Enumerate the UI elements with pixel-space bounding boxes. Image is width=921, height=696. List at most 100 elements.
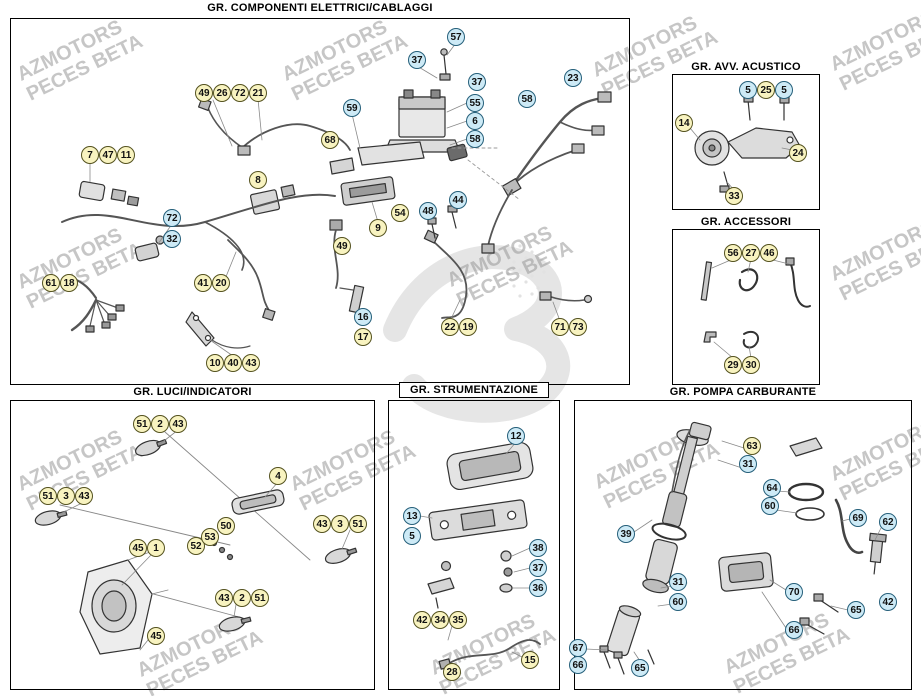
callout-electrical-55: 55 <box>466 94 484 112</box>
panel-border-accessories <box>672 229 820 385</box>
callout-instruments-38: 38 <box>529 539 547 557</box>
callout-accessories-27: 27 <box>742 244 760 262</box>
callout-electrical-19: 19 <box>459 318 477 336</box>
callout-electrical-44: 44 <box>449 191 467 209</box>
panel-border-instruments <box>388 400 560 690</box>
callout-horn-5: 5 <box>775 81 793 99</box>
callout-electrical-18: 18 <box>60 274 78 292</box>
callout-fuelpump-64: 64 <box>763 479 781 497</box>
callout-electrical-11: 11 <box>117 146 135 164</box>
callout-instruments-34: 34 <box>431 611 449 629</box>
callout-fuelpump-65: 65 <box>847 601 865 619</box>
callout-lights-43: 43 <box>75 487 93 505</box>
central-watermark-logo <box>383 244 571 423</box>
callout-electrical-23: 23 <box>564 69 582 87</box>
fuelpump-artwork <box>585 421 887 675</box>
callout-electrical-72: 72 <box>231 84 249 102</box>
callout-electrical-72: 72 <box>163 209 181 227</box>
callout-electrical-48: 48 <box>419 202 437 220</box>
callout-horn-5: 5 <box>739 81 757 99</box>
callout-fuelpump-65: 65 <box>631 659 649 677</box>
panel-title-instruments: GR. STRUMENTAZIONE <box>388 382 560 398</box>
callout-instruments-36: 36 <box>529 579 547 597</box>
callout-accessories-56: 56 <box>724 244 742 262</box>
callout-electrical-9: 9 <box>369 219 387 237</box>
callout-electrical-43: 43 <box>242 354 260 372</box>
panel-border-electrical <box>10 18 630 385</box>
callout-accessories-29: 29 <box>724 356 742 374</box>
callout-horn-24: 24 <box>789 144 807 162</box>
callout-electrical-7: 7 <box>81 146 99 164</box>
callout-lights-50: 50 <box>217 517 235 535</box>
callout-fuelpump-63: 63 <box>743 437 761 455</box>
callout-lights-51: 51 <box>349 515 367 533</box>
callout-electrical-59: 59 <box>343 99 361 117</box>
callout-lights-43: 43 <box>215 589 233 607</box>
callout-electrical-58: 58 <box>518 90 536 108</box>
callout-fuelpump-62: 62 <box>879 513 897 531</box>
callout-electrical-37: 37 <box>468 73 486 91</box>
callout-electrical-40: 40 <box>224 354 242 372</box>
callout-electrical-71: 71 <box>551 318 569 336</box>
callout-lights-51: 51 <box>39 487 57 505</box>
panel-title-lights: GR. LUCI/INDICATORI <box>10 386 375 398</box>
horn-artwork <box>689 95 801 193</box>
panel-border-horn <box>672 74 820 210</box>
callout-horn-33: 33 <box>725 187 743 205</box>
callout-lights-4: 4 <box>269 467 287 485</box>
callout-electrical-37: 37 <box>408 51 426 69</box>
callout-lights-53: 53 <box>201 528 219 546</box>
callout-lights-1: 1 <box>147 539 165 557</box>
callout-electrical-58: 58 <box>466 130 484 148</box>
panel-border-lights <box>10 400 375 690</box>
callout-electrical-47: 47 <box>99 146 117 164</box>
callout-instruments-15: 15 <box>521 651 539 669</box>
callout-fuelpump-66: 66 <box>785 621 803 639</box>
accessories-artwork <box>700 257 811 359</box>
callout-fuelpump-69: 69 <box>849 509 867 527</box>
callout-fuelpump-60: 60 <box>669 593 687 611</box>
panel-title-fuelpump: GR. POMPA CARBURANTE <box>574 386 912 398</box>
callout-fuelpump-39: 39 <box>617 525 635 543</box>
callout-instruments-5: 5 <box>403 527 421 545</box>
callout-fuelpump-67: 67 <box>569 639 587 657</box>
callout-instruments-42: 42 <box>413 611 431 629</box>
callout-fuelpump-31: 31 <box>669 573 687 591</box>
callout-lights-51: 51 <box>251 589 269 607</box>
instruments-artwork <box>419 441 541 670</box>
panel-title-horn: GR. AVV. ACUSTICO <box>672 61 820 73</box>
callout-instruments-12: 12 <box>507 427 525 445</box>
callout-instruments-37: 37 <box>529 559 547 577</box>
callout-lights-2: 2 <box>233 589 251 607</box>
callout-electrical-41: 41 <box>194 274 212 292</box>
callout-fuelpump-66: 66 <box>569 656 587 674</box>
callout-electrical-49: 49 <box>333 237 351 255</box>
callout-electrical-54: 54 <box>391 204 409 222</box>
callout-fuelpump-31: 31 <box>739 455 757 473</box>
panel-title-accessories: GR. ACCESSORI <box>672 216 820 228</box>
callout-instruments-28: 28 <box>443 663 461 681</box>
callout-horn-25: 25 <box>757 81 775 99</box>
callout-fuelpump-42: 42 <box>879 593 897 611</box>
callout-lights-51: 51 <box>133 415 151 433</box>
callout-lights-3: 3 <box>57 487 75 505</box>
callout-accessories-30: 30 <box>742 356 760 374</box>
callout-electrical-26: 26 <box>213 84 231 102</box>
callout-electrical-57: 57 <box>447 28 465 46</box>
panel-border-fuelpump <box>574 400 912 690</box>
callout-lights-43: 43 <box>169 415 187 433</box>
callout-electrical-61: 61 <box>42 274 60 292</box>
callout-electrical-49: 49 <box>195 84 213 102</box>
callout-electrical-8: 8 <box>249 171 267 189</box>
callout-lights-52: 52 <box>187 537 205 555</box>
callout-fuelpump-60: 60 <box>761 497 779 515</box>
callout-electrical-10: 10 <box>206 354 224 372</box>
callout-electrical-16: 16 <box>354 308 372 326</box>
callout-horn-14: 14 <box>675 114 693 132</box>
callout-electrical-21: 21 <box>249 84 267 102</box>
callout-electrical-73: 73 <box>569 318 587 336</box>
lights-artwork <box>34 429 358 655</box>
callout-lights-2: 2 <box>151 415 169 433</box>
